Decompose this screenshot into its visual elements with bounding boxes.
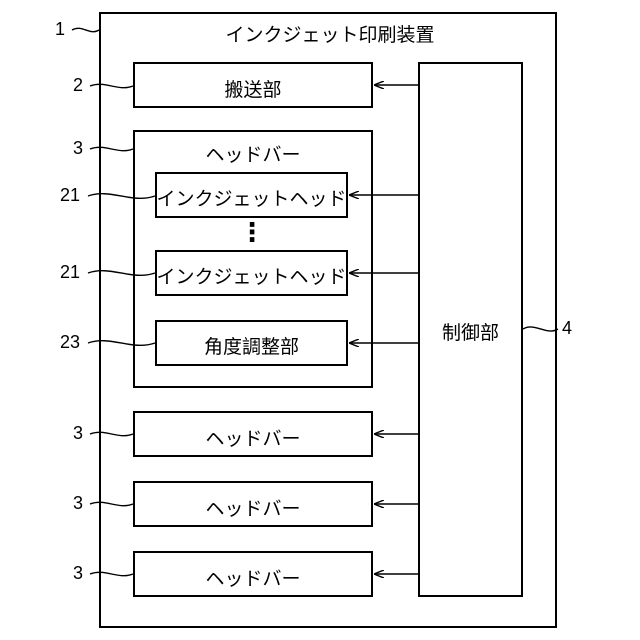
leader-line-4 (523, 327, 558, 331)
ref-numeral-2: 2 (73, 75, 83, 96)
leader-line-3b (90, 432, 133, 435)
ref-numeral-1: 1 (55, 19, 65, 40)
ref-numeral-3c: 3 (73, 493, 83, 514)
leader-line-1 (72, 28, 99, 31)
leader-line-3c (90, 502, 133, 505)
leader-line-21a (88, 194, 155, 199)
ref-numeral-4: 4 (562, 318, 572, 339)
ref-numeral-21a: 21 (60, 185, 80, 206)
leader-line-2 (90, 84, 133, 87)
ref-numeral-23: 23 (60, 332, 80, 353)
leader-line-3 (90, 147, 133, 150)
ref-numeral-3: 3 (73, 138, 83, 159)
ref-numeral-21b: 21 (60, 262, 80, 283)
leader-line-21b (88, 271, 155, 276)
ref-numeral-3b: 3 (73, 423, 83, 444)
ref-numeral-3d: 3 (73, 563, 83, 584)
leader-line-3d (90, 572, 133, 575)
leader-line-23 (88, 341, 155, 346)
